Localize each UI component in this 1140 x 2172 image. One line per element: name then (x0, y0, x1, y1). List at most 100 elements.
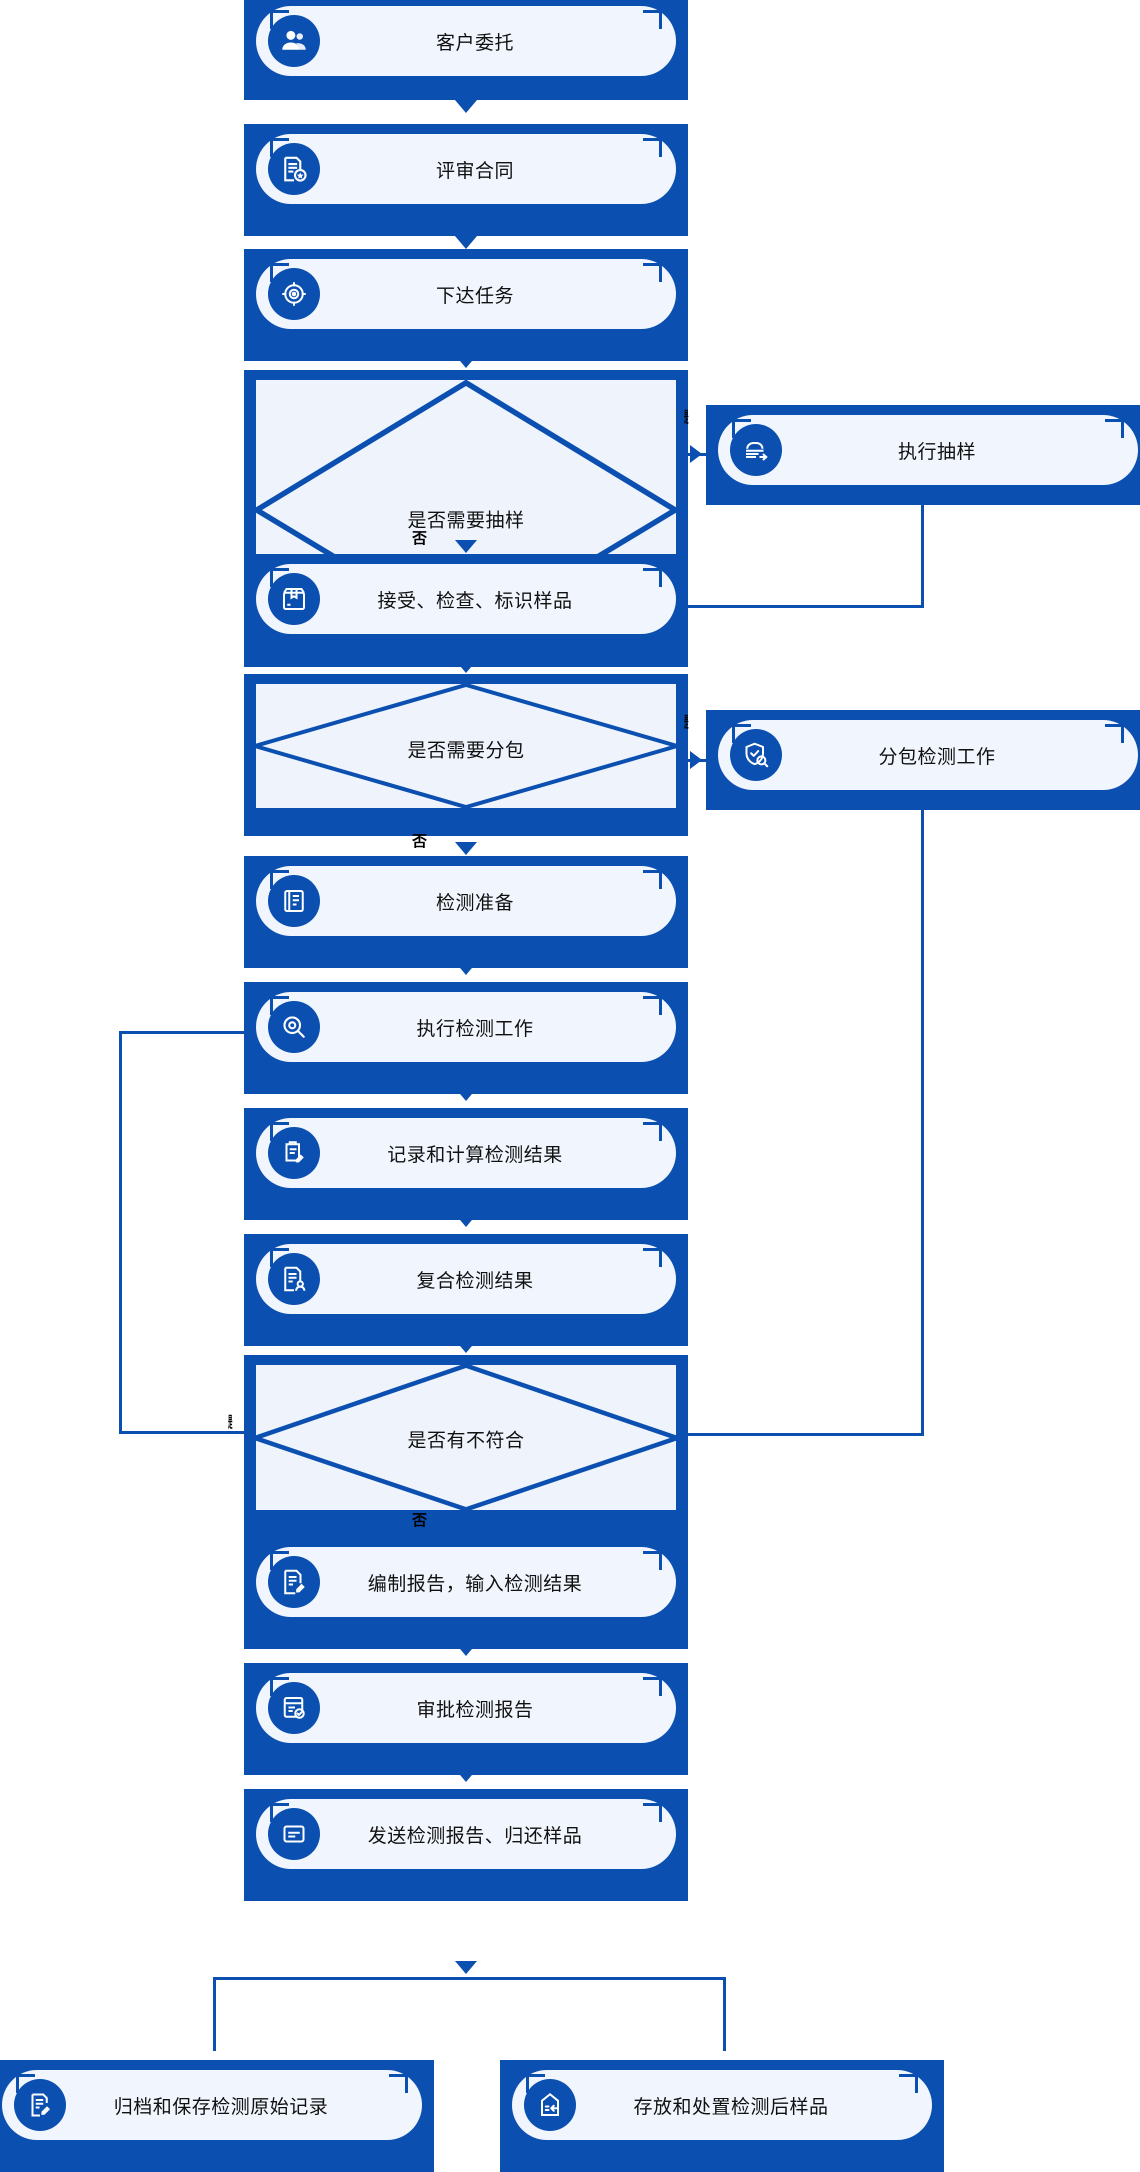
arrow-n9-n10 (455, 1643, 477, 1656)
node-compile-report[interactable]: 编制报告，输入检测结果 (244, 1537, 688, 1649)
node-pill: 审批检测报告 (256, 1673, 676, 1743)
corner-notch-right (643, 138, 662, 157)
line-split-h (213, 1977, 726, 1980)
node-label: 分包检测工作 (878, 745, 996, 768)
node-pill: 编制报告，输入检测结果 (256, 1547, 676, 1617)
node-testing-preparation[interactable]: 检测准备 (244, 856, 688, 968)
node-subcontract-testing[interactable]: 分包检测工作 (706, 710, 1140, 810)
edge-label-d2-no: 否 (412, 832, 428, 850)
corner-notch-left (270, 138, 289, 157)
line-split-left (213, 1977, 216, 2051)
node-label: 执行检测工作 (416, 1017, 534, 1040)
corner-notch-left (270, 870, 289, 889)
corner-notch-left (732, 724, 751, 743)
edge-label-d3-yes: 是 (228, 1413, 233, 1431)
node-pill: 归档和保存检测原始记录 (2, 2070, 422, 2140)
contract-review-icon (268, 143, 320, 195)
node-pill: 评审合同 (256, 134, 676, 204)
node-assign-task[interactable]: 下达任务 (244, 249, 688, 361)
corner-notch-left (270, 1122, 289, 1141)
node-label: 发送检测报告、归还样品 (367, 1824, 583, 1847)
arrow-d1-yes (690, 445, 702, 463)
diamond-shape (256, 684, 676, 808)
line-loop-bottom (119, 1431, 246, 1434)
arrow-d2-no (455, 842, 477, 855)
corner-notch-left (270, 263, 289, 282)
corner-notch-right (643, 568, 662, 587)
corner-notch-left (270, 10, 289, 29)
corner-notch-right (643, 996, 662, 1015)
sampling-icon (730, 424, 782, 476)
arrow-n10-n11 (455, 1769, 477, 1782)
line-s1-left (688, 605, 924, 608)
corner-notch-left (270, 996, 289, 1015)
corner-notch-right (643, 10, 662, 29)
node-label: 复合检测结果 (416, 1269, 534, 1292)
node-approve-report[interactable]: 审批检测报告 (244, 1663, 688, 1775)
report-edit-icon (268, 1556, 320, 1608)
line-s2-left (688, 1433, 924, 1436)
node-label: 审批检测报告 (416, 1698, 534, 1721)
node-label: 评审合同 (435, 159, 514, 182)
line-split-right (723, 1977, 726, 2051)
node-record-calculate-results[interactable]: 记录和计算检测结果 (244, 1108, 688, 1220)
node-pill: 记录和计算检测结果 (256, 1118, 676, 1188)
corner-notch-left (270, 1803, 289, 1822)
node-label: 记录和计算检测结果 (387, 1143, 563, 1166)
node-label: 下达任务 (435, 284, 514, 307)
arrow-n5-n6 (455, 962, 477, 975)
corner-notch-right (1105, 419, 1124, 438)
node-pill: 分包检测工作 (718, 720, 1138, 790)
arrow-n4-d2 (455, 660, 477, 673)
corner-notch-right (1105, 724, 1124, 743)
node-label: 客户委托 (435, 31, 514, 54)
corner-notch-right (389, 2074, 408, 2093)
node-send-report-return-sample[interactable]: 发送检测报告、归还样品 (244, 1789, 688, 1901)
corner-notch-left (526, 2074, 545, 2093)
clipboard-edit-icon (268, 1127, 320, 1179)
arrow-d2-yes (690, 751, 702, 769)
diamond-shape (256, 1365, 676, 1510)
magnifier-icon (268, 1001, 320, 1053)
node-perform-testing[interactable]: 执行检测工作 (244, 982, 688, 1094)
arrow-n8-d3 (455, 1340, 477, 1353)
node-pill: 执行检测工作 (256, 992, 676, 1062)
corner-notch-right (899, 2074, 918, 2093)
corner-notch-left (732, 419, 751, 438)
users-icon (268, 15, 320, 67)
line-loop-top (119, 1031, 246, 1034)
edge-label-d1-yes: 是 (684, 408, 689, 426)
node-archive-records[interactable]: 归档和保存检测原始记录 (0, 2060, 434, 2172)
node-pill: 执行抽样 (718, 415, 1138, 485)
corner-notch-left (270, 1248, 289, 1267)
node-receive-inspect-label-sample[interactable]: 接受、检查、标识样品 (244, 554, 688, 666)
edge-label-d1-no: 否 (412, 529, 428, 547)
shield-search-icon (730, 729, 782, 781)
arrow-n11-split (455, 1961, 477, 1974)
corner-notch-right (643, 1677, 662, 1696)
node-label: 接受、检查、标识样品 (377, 589, 573, 612)
corner-notch-right (643, 1551, 662, 1570)
node-customer-commission[interactable]: 客户委托 (244, 0, 688, 100)
target-icon (268, 268, 320, 320)
line-s1-down (921, 505, 924, 607)
edge-label-d2-yes: 是 (684, 713, 689, 731)
node-pill: 发送检测报告、归还样品 (256, 1799, 676, 1869)
node-store-dispose-samples[interactable]: 存放和处置检测后样品 (500, 2060, 944, 2172)
corner-notch-left (270, 568, 289, 587)
decision-need-subcontract[interactable]: 是否需要分包 (244, 674, 688, 836)
send-icon (268, 1808, 320, 1860)
node-contract-review[interactable]: 评审合同 (244, 124, 688, 236)
corner-notch-left (270, 1551, 289, 1570)
corner-notch-right (643, 1248, 662, 1267)
node-pill: 存放和处置检测后样品 (512, 2070, 932, 2140)
node-perform-sampling[interactable]: 执行抽样 (706, 405, 1140, 505)
node-label: 存放和处置检测后样品 (633, 2095, 829, 2118)
decision-has-nonconformity[interactable]: 是否有不符合 (244, 1355, 688, 1538)
arrow-n1-n2 (455, 100, 477, 113)
corner-notch-right (643, 1122, 662, 1141)
corner-notch-right (643, 263, 662, 282)
node-review-results[interactable]: 复合检测结果 (244, 1234, 688, 1346)
arrow-d1-no (455, 540, 477, 553)
node-label: 执行抽样 (897, 440, 976, 463)
